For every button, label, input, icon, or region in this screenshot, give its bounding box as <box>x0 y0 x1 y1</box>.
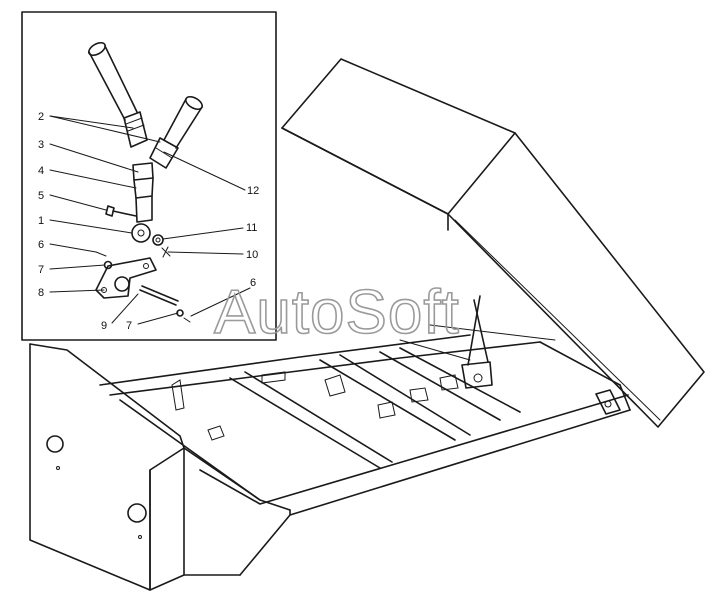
watermark-text: AutoSoft <box>214 278 460 347</box>
callout-7-left: 7 <box>38 264 44 276</box>
callout-2: 2 <box>38 111 44 123</box>
tilted-cab-outline <box>281 58 705 428</box>
callout-8: 8 <box>38 287 44 299</box>
short-lever-handle <box>149 95 203 169</box>
callout-leaders <box>49 115 251 325</box>
lever-joint-fork <box>131 162 154 243</box>
callout-5: 5 <box>38 190 44 202</box>
washer-nut-parts <box>152 234 171 258</box>
callout-4: 4 <box>38 165 44 177</box>
callout-3: 3 <box>38 139 44 151</box>
callout-12: 12 <box>247 185 259 197</box>
bolt-part <box>105 205 137 217</box>
mounting-bracket <box>95 257 157 299</box>
callout-9: 9 <box>101 320 107 332</box>
callout-6-left: 6 <box>38 239 44 251</box>
callout-6-right: 6 <box>250 277 256 289</box>
long-lever-handle <box>88 41 148 148</box>
lever-mechanism-installed <box>399 295 556 389</box>
callout-7-right: 7 <box>126 320 132 332</box>
callout-11: 11 <box>246 222 257 234</box>
callout-labels: 2 3 4 5 1 6 7 8 9 7 6 12 11 10 <box>38 111 259 332</box>
callout-1: 1 <box>38 215 44 227</box>
chassis-frame <box>29 334 631 591</box>
callout-10: 10 <box>246 249 258 261</box>
inset-detail-panel: 2 3 4 5 1 6 7 8 9 7 6 12 11 10 <box>21 11 277 341</box>
